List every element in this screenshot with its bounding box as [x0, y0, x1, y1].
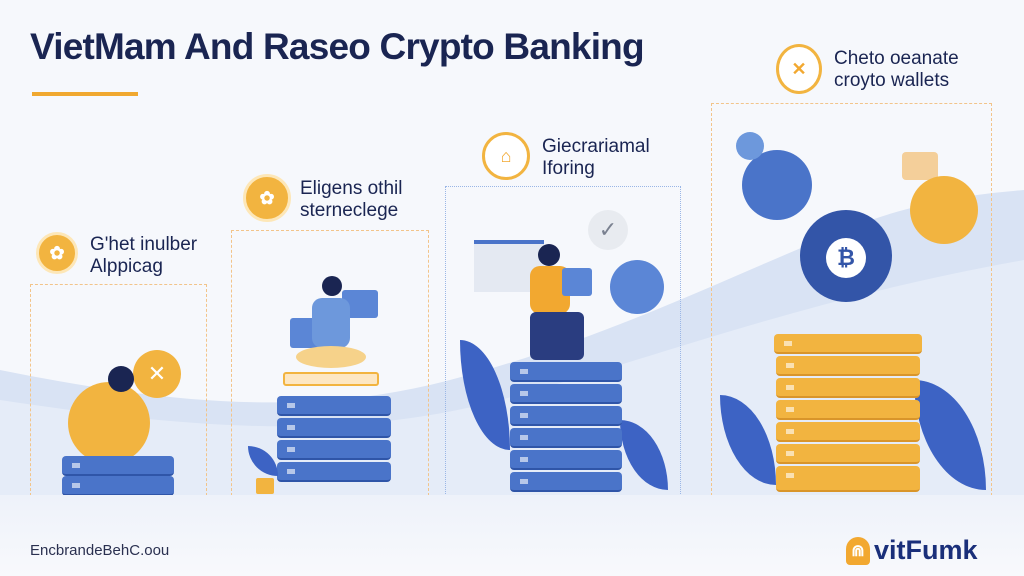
person-body — [312, 298, 350, 348]
page-title: VietMam And Raseo Crypto Banking — [30, 26, 645, 67]
book — [510, 384, 622, 404]
person-illustration — [322, 276, 342, 296]
person-illustration — [538, 244, 560, 266]
coin-illustration — [736, 132, 764, 160]
book — [510, 362, 622, 382]
book — [774, 334, 922, 354]
book — [277, 462, 391, 482]
coin-illustration — [68, 382, 150, 464]
footer-caption: EncbrandeBehC.oou — [30, 542, 170, 559]
coin-icon: ✿ — [36, 232, 78, 274]
book — [776, 356, 920, 376]
plant-pot — [256, 478, 274, 494]
book — [776, 444, 920, 464]
book-stack — [62, 456, 174, 476]
person-legs — [530, 312, 584, 360]
cushion — [296, 346, 366, 368]
book-stack — [62, 476, 174, 496]
coin-icon: ✿ — [243, 174, 291, 222]
parcel-illustration — [902, 152, 938, 180]
check-coin-illustration — [910, 176, 978, 244]
bitcoin-icon: ₿ — [826, 238, 866, 278]
book — [510, 428, 622, 448]
logo-icon: ⋒ — [846, 536, 870, 565]
bank-icon: ⌂ — [482, 132, 530, 180]
book — [776, 400, 920, 420]
logo-text: vitFumk — [874, 535, 978, 565]
book — [510, 472, 622, 492]
x-coin-illustration: ✕ — [133, 350, 181, 398]
book — [776, 422, 920, 442]
title-underline — [32, 92, 138, 96]
book — [510, 406, 622, 426]
clock-illustration — [742, 150, 812, 220]
plank — [283, 372, 379, 386]
book — [510, 450, 622, 470]
book — [277, 396, 391, 416]
x-coin-icon: ✕ — [776, 44, 822, 94]
book — [277, 440, 391, 460]
book — [776, 378, 920, 398]
clock-illustration — [610, 260, 664, 314]
person-illustration — [108, 366, 134, 392]
book — [776, 466, 920, 492]
book — [277, 418, 391, 438]
check-badge-icon: ✓ — [588, 210, 628, 250]
laptop-illustration — [562, 268, 592, 296]
brand-logo: ⋒ vitFumk — [846, 535, 978, 566]
